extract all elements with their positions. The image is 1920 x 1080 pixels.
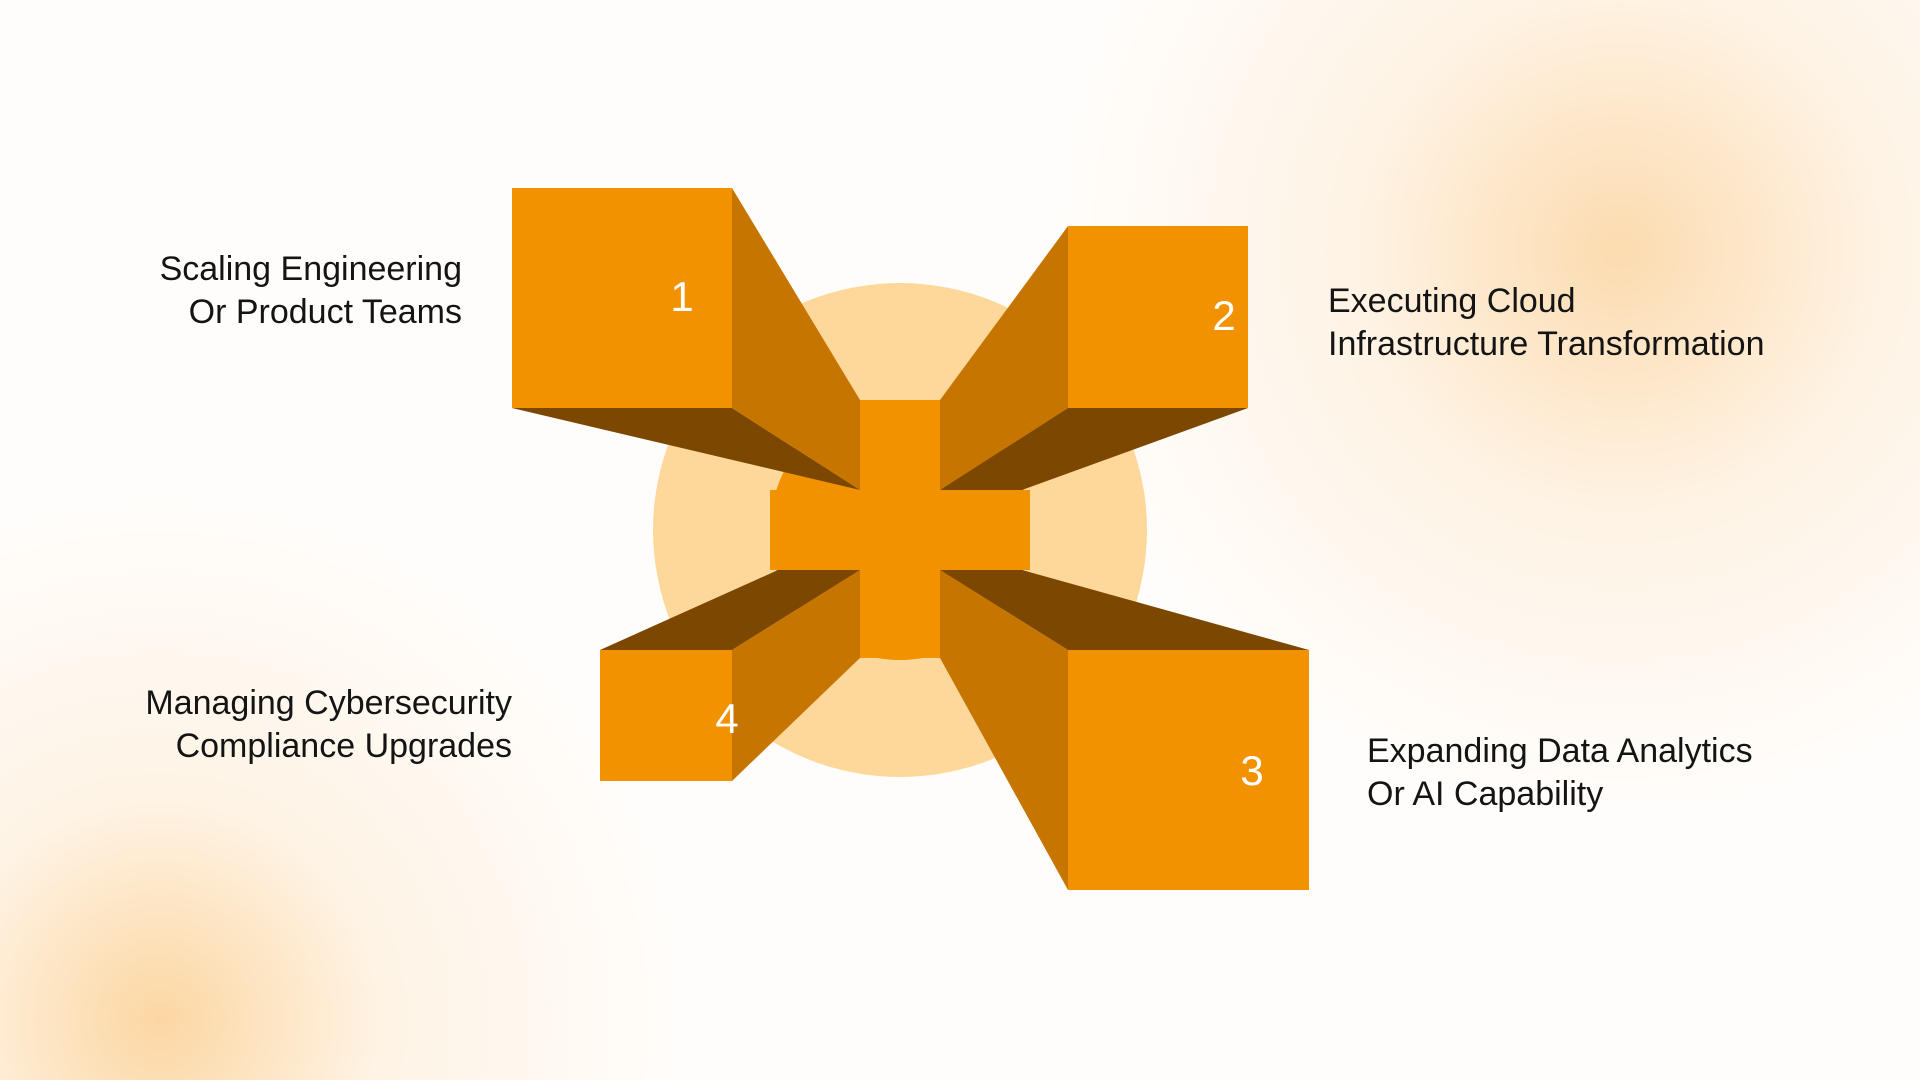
box-4-front-face xyxy=(600,650,732,781)
box-2-bottom-face xyxy=(940,408,1248,490)
label-3: Expanding Data Analytics Or AI Capabilit… xyxy=(1367,730,1753,816)
box-3-number: 3 xyxy=(1240,747,1263,794)
box-2-number: 2 xyxy=(1212,292,1235,339)
box-1-front-face xyxy=(512,188,732,408)
label-3-line-2: Or AI Capability xyxy=(1367,775,1604,813)
label-1-line-2: Or Product Teams xyxy=(188,293,462,331)
box-4-number: 4 xyxy=(715,695,738,742)
label-4-line-2: Compliance Upgrades xyxy=(175,727,512,765)
label-4-line-1: Managing Cybersecurity xyxy=(145,684,512,722)
label-2-line-1: Executing Cloud xyxy=(1328,282,1576,320)
box-4-side-face xyxy=(732,570,860,781)
label-1-line-1: Scaling Engineering xyxy=(159,250,462,288)
box-1: 1 xyxy=(512,188,860,490)
box-3-side-face xyxy=(940,570,1068,890)
box-2: 2 xyxy=(940,226,1248,490)
box-1-bottom-face xyxy=(512,408,860,490)
box-3-top-face xyxy=(940,570,1309,650)
box-4: 4 xyxy=(600,570,860,781)
box-3: 3 xyxy=(940,570,1309,890)
label-2-line-2: Infrastructure Transformation xyxy=(1328,325,1765,363)
box-4-top-face xyxy=(600,570,860,650)
box-1-number: 1 xyxy=(670,273,693,320)
label-4: Managing Cybersecurity Compliance Upgrad… xyxy=(145,682,512,768)
label-1: Scaling Engineering Or Product Teams xyxy=(160,248,462,334)
label-2: Executing Cloud Infrastructure Transform… xyxy=(1328,280,1765,366)
box-3-front-face xyxy=(1068,650,1309,890)
box-1-side-face xyxy=(732,188,860,490)
box-2-front-face xyxy=(1068,226,1248,408)
label-3-line-1: Expanding Data Analytics xyxy=(1367,732,1753,770)
box-2-side-face xyxy=(940,226,1068,490)
